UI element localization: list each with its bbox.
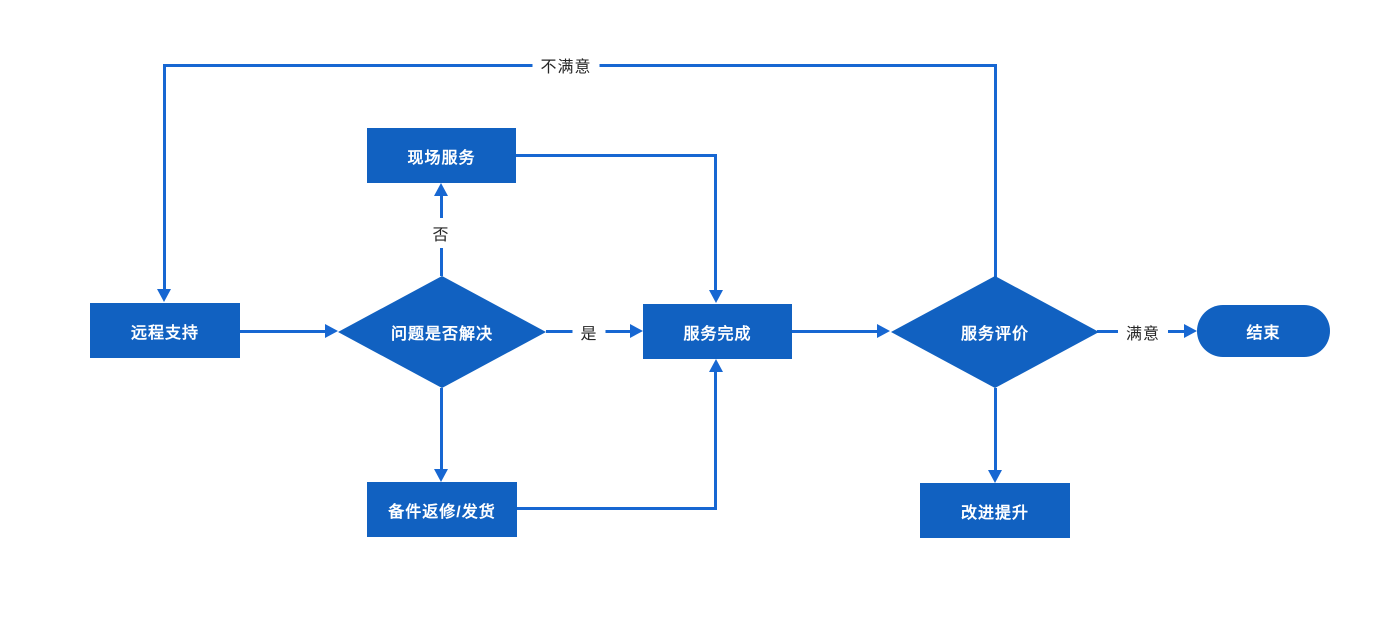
- arrow-right-into-decision-icon: [325, 324, 338, 338]
- node-service-complete-label: 服务完成: [683, 325, 752, 343]
- node-onsite-service[interactable]: 现场服务: [367, 128, 516, 183]
- connector-decision-to-parts: [440, 388, 443, 470]
- edge-label-dissatisfied: 不满意: [532, 50, 600, 80]
- arrow-down-into-remote-support-icon: [157, 289, 171, 302]
- node-service-evaluation-decision[interactable]: 服务评价: [891, 276, 1099, 388]
- node-end-label: 结束: [1246, 325, 1281, 342]
- node-problem-solved-decision[interactable]: 问题是否解决: [338, 276, 546, 388]
- node-end[interactable]: 结束: [1197, 305, 1330, 357]
- node-problem-solved-label: 问题是否解决: [390, 326, 493, 343]
- connector-dissatisfied-right-vertical: [994, 64, 997, 277]
- connector-dissatisfied-left-vertical: [163, 64, 166, 290]
- node-improvement-label: 改进提升: [960, 504, 1029, 522]
- connector-parts-horizontal: [517, 507, 717, 510]
- node-parts-repair-ship[interactable]: 备件返修/发货: [367, 482, 517, 537]
- connector-remote-to-decision: [240, 330, 326, 333]
- node-parts-repair-ship-label: 备件返修/发货: [388, 503, 496, 521]
- arrow-right-into-complete-icon: [630, 324, 643, 338]
- node-onsite-service-label: 现场服务: [407, 149, 476, 167]
- node-improvement[interactable]: 改进提升: [920, 483, 1070, 538]
- connector-evaluation-to-improvement: [994, 388, 997, 471]
- node-remote-support-label: 远程支持: [130, 324, 199, 342]
- arrow-up-into-onsite-icon: [434, 183, 448, 196]
- edge-label-yes: 是: [572, 317, 606, 347]
- connector-onsite-vertical: [714, 154, 717, 290]
- arrow-down-into-complete-icon: [709, 290, 723, 303]
- edge-label-no: 否: [424, 218, 458, 248]
- arrow-right-into-evaluation-icon: [877, 324, 890, 338]
- arrow-up-into-complete-icon: [709, 359, 723, 372]
- node-service-evaluation-label: 服务评价: [960, 326, 1029, 343]
- node-remote-support[interactable]: 远程支持: [90, 303, 240, 358]
- connector-parts-vertical: [714, 372, 717, 510]
- connector-complete-to-evaluation: [792, 330, 878, 333]
- node-service-complete[interactable]: 服务完成: [643, 304, 792, 359]
- arrow-right-into-end-icon: [1184, 324, 1197, 338]
- connector-onsite-horizontal: [516, 154, 717, 157]
- edge-label-satisfied: 满意: [1117, 317, 1169, 347]
- arrow-down-into-improvement-icon: [988, 470, 1002, 483]
- arrow-down-into-parts-icon: [434, 469, 448, 482]
